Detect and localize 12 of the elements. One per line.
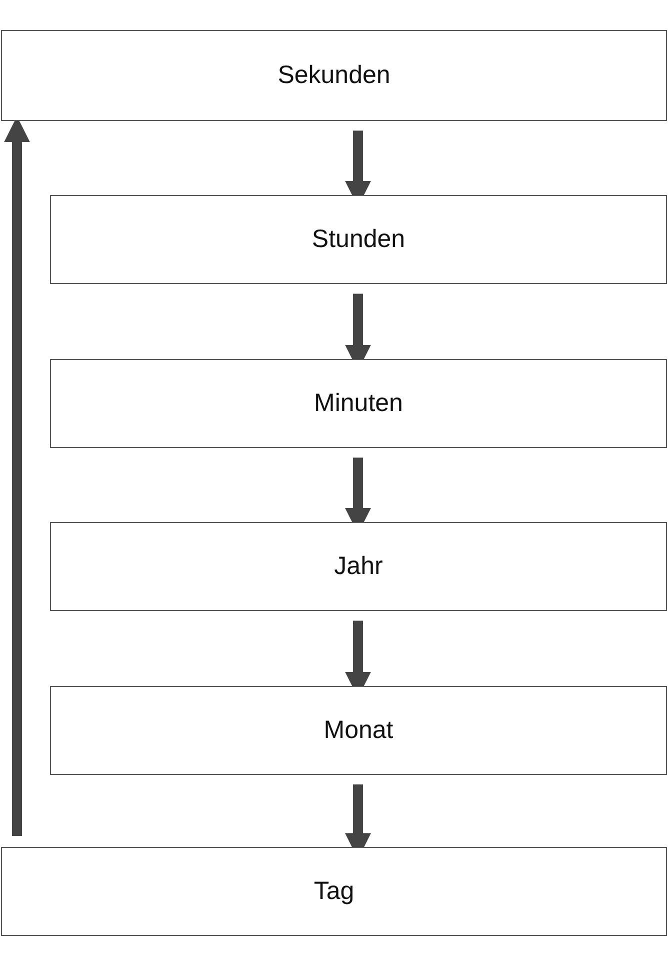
process-box: [1, 30, 667, 121]
box-label: Tag: [314, 877, 354, 906]
process-box: [1, 847, 667, 936]
box-label: Monat: [324, 716, 394, 745]
process-box: [50, 359, 667, 448]
box-label: Sekunden: [278, 61, 390, 90]
process-box: [50, 686, 667, 775]
box-label: Stunden: [312, 225, 406, 254]
process-box: [50, 522, 667, 611]
box-label: Minuten: [314, 389, 403, 418]
process-box: [50, 195, 667, 284]
box-label: Jahr: [334, 552, 383, 581]
